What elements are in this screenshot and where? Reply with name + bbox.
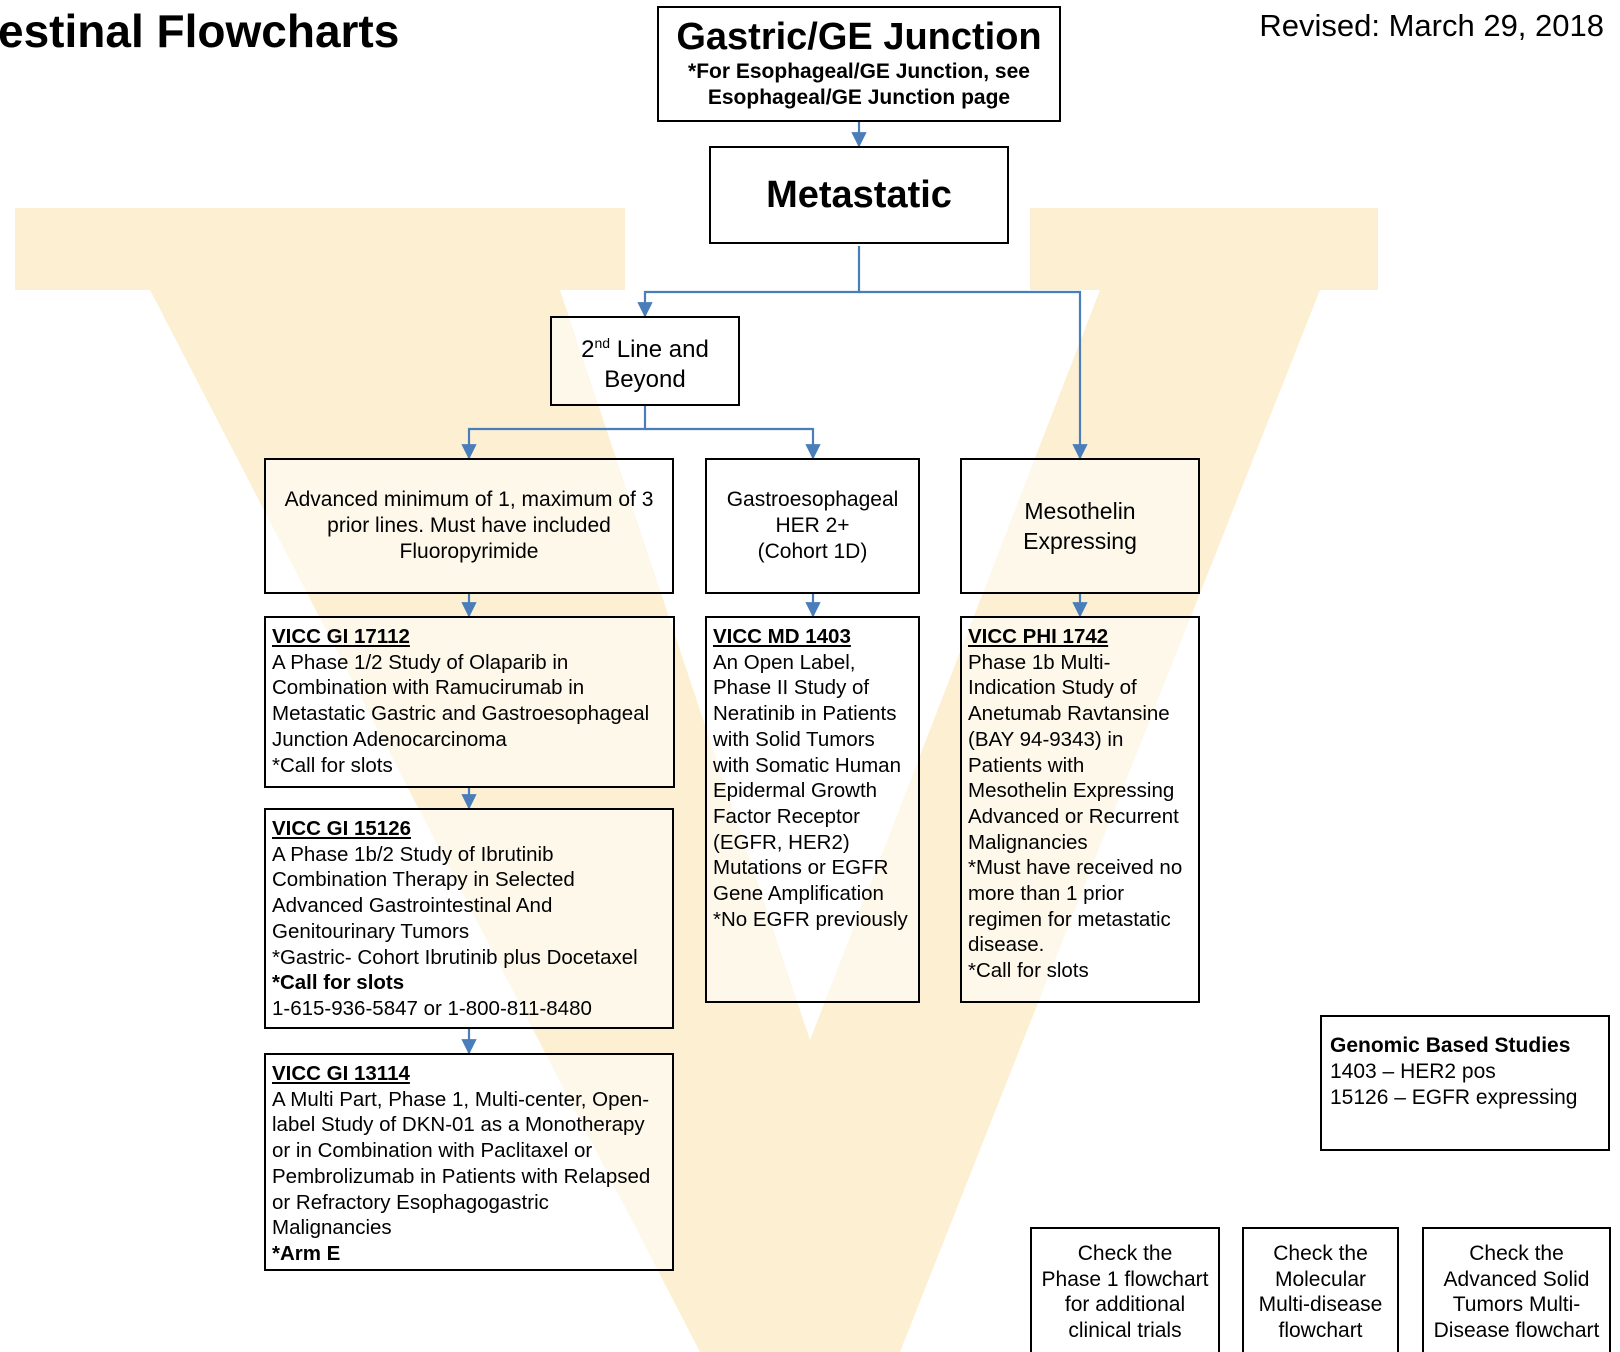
her2-line-2: HER 2+ [775,514,850,537]
trial-text-line: with Solid Tumors [713,727,875,751]
trial-text-line: A Multi Part, Phase 1, Multi-center, Ope… [272,1087,650,1111]
trial-text-line: Gene Amplification [713,882,884,906]
trial-text-line: Anetumab Ravtansine [968,702,1170,726]
trial-id: VICC GI 13114 [272,1062,410,1085]
trial-vicc-gi-17112: VICC GI 17112 A Phase 1/2 Study of Olapa… [264,616,675,788]
advanced-line-2: prior lines. Must have included [327,514,611,537]
trial-text-line: *Must have received no [968,856,1183,880]
page-title: estinal Flowcharts [0,5,400,57]
trial-text-line: An Open Label, [713,650,856,674]
trial-id: VICC GI 17112 [272,625,410,648]
trial-text-line: Advanced or Recurrent [968,804,1179,828]
trial-text-line: A Phase 1/2 Study of Olaparib in [272,650,569,674]
trial-text-line: Advanced Gastrointestinal And [272,894,553,918]
trial-text-line: Patients with [968,753,1085,777]
trial-text-line: Indication Study of [968,676,1137,700]
check-line: Disease flowchart [1433,1318,1600,1342]
gastric-ge-junction-box: Gastric/GE Junction *For Esophageal/GE J… [657,6,1061,122]
trial-vicc-md-1403: VICC MD 1403 An Open Label, Phase II Stu… [705,616,920,1003]
trial-text-line: or Refractory Esophagogastric [272,1190,549,1214]
phone-numbers: 1-615-936-5847 or 1-800-811-8480 [272,996,592,1020]
trial-text-line: *Call for slots [968,959,1089,983]
genomic-item: 1403 – HER2 pos [1330,1060,1496,1083]
her2-line-1: Gastroesophageal [726,488,899,511]
trial-text-line: regimen for metastatic [968,907,1171,931]
trial-text-line: Phase II Study of [713,676,870,700]
check-line: Check the [1469,1242,1564,1265]
genomic-studies-title: Genomic Based Studies [1330,1034,1571,1057]
second-line-label-line-2: Beyond [604,365,686,393]
trial-text-line: Genitourinary Tumors [272,919,470,943]
trial-text-line: more than 1 prior [968,882,1125,906]
check-line: Advanced Solid [1443,1267,1590,1291]
trial-id: VICC MD 1403 [713,625,851,648]
check-line: Multi-disease [1258,1293,1383,1316]
trial-text-line: Pembrolizumab in Patients with Relapsed [272,1164,651,1188]
trial-vicc-gi-13114: VICC GI 13114 A Multi Part, Phase 1, Mul… [264,1053,674,1271]
arm-e: *Arm E [272,1241,341,1265]
check-phase1-flowchart-box[interactable]: Check the Phase 1 flowchart for addition… [1030,1227,1220,1352]
check-line: Check the [1273,1242,1368,1265]
metastatic-label: Metastatic [766,173,952,216]
trial-text-line: Mutations or EGFR [713,856,889,880]
trial-text-line: *Call for slots [272,753,393,777]
trial-text-line: (BAY 94-9343) in [968,727,1124,751]
genomic-item: 15126 – EGFR expressing [1330,1086,1578,1109]
gastric-ge-junction-title: Gastric/GE Junction [676,15,1042,58]
check-line: Molecular [1274,1267,1367,1291]
esophageal-note-line-2: Esophageal/GE Junction page [707,85,1011,109]
trial-id: VICC PHI 1742 [968,625,1109,648]
her2-line-3: (Cohort 1D) [757,540,868,563]
advanced-line-3: Fluoropyrimide [399,540,539,563]
trial-vicc-gi-15126: VICC GI 15126 A Phase 1b/2 Study of Ibru… [264,808,674,1029]
advanced-prior-lines-box: Advanced minimum of 1, maximum of 3 prio… [264,458,674,594]
trial-text-line: Junction Adenocarcinoma [272,727,507,751]
mesothelin-line-2: Expressing [1023,528,1137,554]
trial-text-line: A Phase 1b/2 Study of Ibrutinib [272,842,554,866]
trial-text-line: Malignancies [968,830,1088,854]
check-line: for additional [1064,1293,1186,1316]
check-line: Tumors Multi- [1452,1293,1581,1316]
trial-text-line: disease. [968,933,1045,957]
second-line-label-line-1: 2nd Line and [581,334,709,363]
trial-text-line: Neratinib in Patients [713,702,897,726]
mesothelin-criteria-box: Mesothelin Expressing [960,458,1200,594]
trial-text-line: Combination Therapy in Selected [272,868,575,892]
genomic-studies-box: Genomic Based Studies 1403 – HER2 pos 15… [1320,1015,1610,1151]
trial-text-line: label Study of DKN-01 as a Monotherapy [272,1113,645,1137]
esophageal-note-line-1: *For Esophageal/GE Junction, see [688,59,1030,83]
revised-date: Revised: March 29, 2018 [1259,8,1604,43]
check-advanced-solid-tumors-box[interactable]: Check the Advanced Solid Tumors Multi- D… [1422,1227,1611,1352]
trial-text-line: Phase 1b Multi- [968,650,1111,674]
advanced-line-1: Advanced minimum of 1, maximum of 3 [284,488,654,511]
call-for-slots: *Call for slots [272,971,405,995]
trial-text-line: *No EGFR previously [713,907,908,931]
trial-text-line: Malignancies [272,1216,392,1240]
trial-text-line: or in Combination with Paclitaxel or [272,1139,593,1163]
trial-text-line: Epidermal Growth [713,779,878,803]
mesothelin-line-1: Mesothelin [1024,498,1136,524]
trial-text-line: *Gastric- Cohort Ibrutinib plus Docetaxe… [272,945,638,969]
metastatic-box: Metastatic [709,146,1009,244]
trial-text-line: with Somatic Human [713,753,901,777]
trial-text-line: Metastatic Gastric and Gastroesophageal [272,702,650,726]
trial-vicc-phi-1742: VICC PHI 1742 Phase 1b Multi- Indication… [960,616,1200,1003]
trial-text-line: Factor Receptor [713,804,860,828]
check-molecular-flowchart-box[interactable]: Check the Molecular Multi-disease flowch… [1242,1227,1399,1352]
check-line: Phase 1 flowchart [1041,1267,1209,1291]
check-line: Check the [1077,1242,1173,1265]
second-line-box: 2nd Line and Beyond [550,316,740,406]
trial-text-line: Mesothelin Expressing [968,779,1175,803]
trial-text-line: (EGFR, HER2) [713,830,850,854]
her2-criteria-box: Gastroesophageal HER 2+ (Cohort 1D) [705,458,920,594]
check-line: flowchart [1278,1318,1363,1342]
check-line: clinical trials [1068,1318,1182,1342]
trial-text-line: Combination with Ramucirumab in [272,676,585,700]
trial-id: VICC GI 15126 [272,817,412,840]
